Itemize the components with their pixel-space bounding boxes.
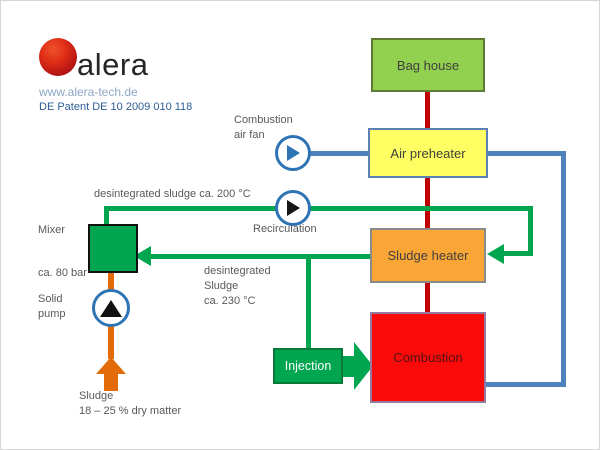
fan-blade-icon [286, 145, 300, 161]
feed-arrow-shaft [104, 372, 118, 391]
sludge-200-label: desintegrated sludge ca. 200 °C [94, 188, 251, 200]
sludge-heater-box: Sludge heater [370, 228, 486, 283]
brand-name: alera [77, 47, 149, 82]
flue-gas-line-baghouse [425, 92, 430, 129]
bag-house-label: Bag house [396, 57, 460, 73]
recirculation-pump-icon [275, 190, 311, 226]
feed-arrow-head [96, 357, 126, 374]
injection-arrow-head [354, 342, 373, 390]
air-line-preheater-out [488, 151, 566, 156]
recirculation-blade-icon [286, 200, 300, 216]
sludge-line-recirculation-top [104, 206, 533, 211]
air-line-right-vertical [561, 151, 566, 387]
flue-gas-line-heater-combustion [425, 282, 430, 313]
solid-pump-icon [92, 289, 130, 327]
sludge-heater-label: Sludge heater [387, 248, 469, 263]
alera-logo-icon [39, 38, 77, 76]
sludge-feed-label: Sludge 18 – 25 % dry matter [79, 390, 182, 417]
recirculation-label: Recirculation [253, 223, 317, 235]
bag-house-box: Bag house [371, 38, 485, 92]
pressure-label: ca. 80 bar [38, 267, 87, 279]
combustion-air-fan-label: Combustion air fan [234, 114, 293, 141]
injection-label: Injection [284, 359, 332, 373]
injection-arrow-shaft [341, 356, 355, 377]
sludge-line-right-return [501, 251, 533, 256]
patent-number: DE Patent DE 10 2009 010 118 [39, 101, 193, 113]
mixer-box [88, 224, 138, 273]
sludge-line-mixer-top [104, 206, 109, 226]
injection-box: Injection [273, 348, 343, 384]
air-line-fan-to-preheater [306, 151, 369, 156]
combustion-label: Combustion [393, 350, 463, 365]
solid-pump-blade-icon [100, 299, 122, 317]
air-line-into-combustion [486, 382, 566, 387]
sludge-line-right-vertical [528, 206, 533, 256]
sludge-230-label: desintegrated Sludge ca. 230 °C [204, 265, 271, 307]
combustion-box: Combustion [370, 312, 486, 403]
air-preheater-label: Air preheater [390, 145, 466, 161]
website-link[interactable]: www.alera-tech.de [39, 85, 138, 99]
combustion-air-fan-icon [275, 135, 311, 171]
air-preheater-box: Air preheater [368, 128, 488, 178]
mixer-label: Mixer [38, 224, 65, 236]
sludge-line-heater-to-mixer [151, 254, 371, 259]
solid-pump-label: Solid pump [38, 293, 66, 320]
flue-gas-line-preheater-heater [425, 177, 430, 229]
arrowhead-into-sludge-heater [487, 244, 504, 264]
arrowhead-into-mixer [134, 246, 151, 266]
sludge-line-to-injection [306, 256, 311, 348]
